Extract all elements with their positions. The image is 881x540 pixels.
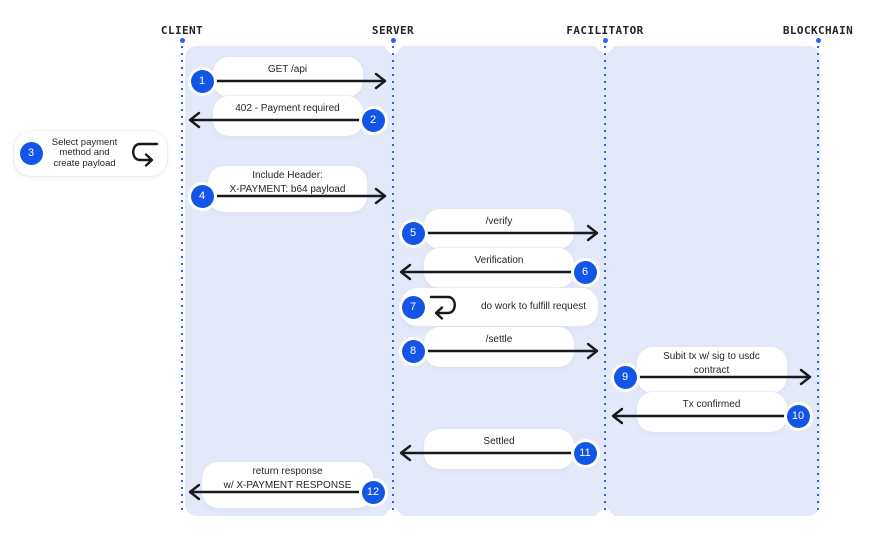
message-label-line: Select payment [51,136,118,148]
self-message-text: do work to fulfill request [481,300,586,314]
actor-label-facilitator: FACILITATOR [566,24,644,37]
message-label-line: 402 - Payment required [235,103,340,114]
step-circle: 12 [361,480,385,504]
actor-dot-client [179,38,185,43]
step-circle: 10 [786,404,810,428]
self-message-bubble: do work to fulfill request [401,288,598,326]
message-bubble: GET /api [212,57,363,97]
message-label-line: Tx confirmed [682,399,741,410]
self-loop-icon [132,142,159,167]
self-loop-icon [429,295,456,320]
message-arrow [188,483,373,501]
step-circle: 5 [401,221,425,245]
message-label-line: GET /api [267,64,308,75]
message-label-line: Include Header: [252,170,323,181]
lifeline-facilitator [604,46,606,514]
message-bubble: Settled [424,429,574,469]
lifeline-blockchain [817,46,819,514]
message-arrow [413,342,599,360]
step-circle: 2 [361,108,385,132]
step-circle: 6 [573,260,597,284]
step-circle: 4 [190,184,214,208]
message-bubble: Subit tx w/ sig to usdc contract [636,347,787,393]
lifeline-server [392,46,394,514]
message-arrow [611,407,798,425]
step-circle: 8 [401,339,425,363]
message-bubble: 402 - Payment required [212,96,363,136]
message-label-line: /verify [485,216,513,227]
step-circle: 9 [613,365,637,389]
message-bubble: Tx confirmed [636,392,787,432]
actor-label-client: CLIENT [160,24,204,37]
step-circle: 7 [401,295,425,319]
step-circle: 11 [573,441,597,465]
step-circle: 1 [190,69,214,93]
actor-label-server: SERVER [371,24,415,37]
message-arrow [625,368,812,386]
message-label-line: /settle [485,334,513,345]
lifeline-client [181,46,183,514]
message-bubble: Verification [424,248,574,288]
step-circle: 3 [19,141,43,165]
message-bubble: /settle [424,327,574,367]
message-label-line: contract [693,364,730,376]
actor-dot-facilitator [602,38,608,43]
message-label-line: w/ X-PAYMENT RESPONSE [223,479,352,491]
message-label-line: create payload [53,157,116,169]
actor-dot-server [390,38,396,43]
message-label-line: X-PAYMENT: b64 payload [229,183,346,195]
message-bubble: Include Header: X-PAYMENT: b64 payload [207,166,368,212]
message-arrow [202,187,387,205]
message-arrow [188,111,373,129]
message-bubble: return response w/ X-PAYMENT RESPONSE [201,462,374,508]
message-label-line: method and [59,147,110,159]
message-label-line: return response [252,466,323,477]
message-label-line: Subit tx w/ sig to usdc [663,351,760,362]
message-arrow [413,224,599,242]
message-bubble: /verify [424,209,574,249]
message-arrow [399,444,585,462]
message-label-line: do work to fulfill request [481,301,587,313]
message-arrow [399,263,585,281]
message-label-line: Verification [474,255,524,266]
actor-dot-blockchain [815,38,821,43]
message-label-line: Settled [483,436,515,447]
self-message-row: do work to fulfill request [427,293,586,321]
message-arrow [202,72,387,90]
actor-label-blockchain: BLOCKCHAIN [782,24,854,37]
